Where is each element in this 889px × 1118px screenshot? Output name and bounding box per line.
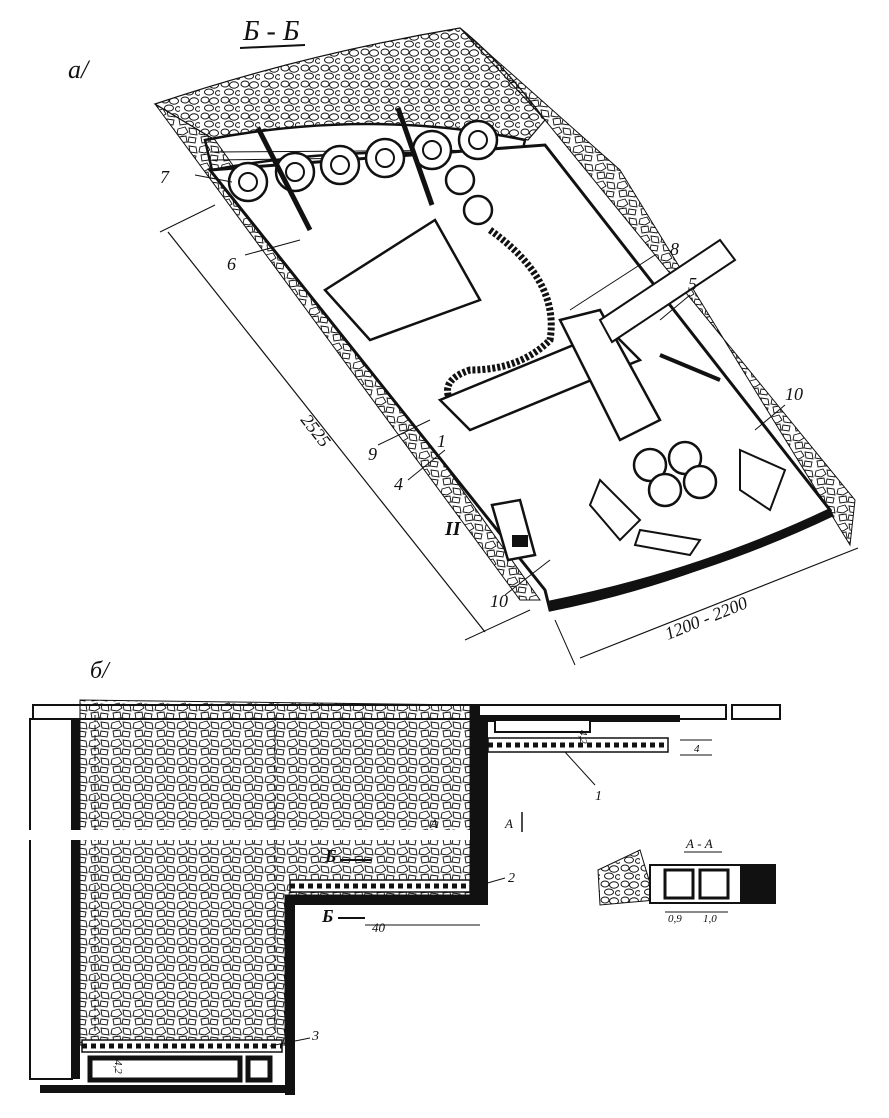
prop-left [255, 126, 313, 232]
jack-rod [659, 353, 721, 382]
callout-b-2: 2 [508, 871, 515, 886]
roller-wheel [457, 119, 499, 161]
left-pillar [29, 718, 73, 1080]
callout-5: 5 [688, 274, 697, 294]
mark-a-right: A [504, 816, 513, 831]
callout-4: 4 [394, 474, 403, 494]
drift-3 [87, 1055, 243, 1083]
cutter-head [588, 440, 787, 557]
dim-length-label: 2525 [297, 410, 335, 451]
callout-6: 6 [227, 254, 236, 274]
callout-b-3: 3 [311, 1029, 319, 1044]
callout-7: 7 [160, 167, 170, 187]
cab-block [323, 218, 482, 342]
section-title-underline [239, 44, 306, 49]
section-aa-title: А - А [685, 836, 713, 851]
panel-a: Б - Б а/ [68, 16, 859, 666]
dim-width-label: 1200 - 2200 [662, 593, 750, 644]
aa-dim-1: 0,9 [668, 913, 682, 925]
face-plate [549, 507, 834, 610]
mark-a-left: A [429, 816, 438, 831]
callout-10-right: 10 [785, 384, 803, 404]
broken-ore-area [79, 699, 471, 1046]
roller-wheel [227, 161, 269, 203]
leader-lines [194, 174, 786, 596]
prop-right [395, 107, 435, 206]
left-wall-rock [154, 103, 541, 601]
section-title: Б - Б [242, 16, 299, 47]
panel-a-label: а/ [68, 55, 91, 84]
roller-wheel [319, 144, 361, 186]
section-break [20, 830, 510, 840]
mark-b-upper: Б [324, 846, 336, 866]
callout-10-bottom: 10 [490, 591, 508, 611]
panel-b-label: б/ [90, 658, 111, 684]
roller-wheel [364, 137, 406, 179]
step-wall [285, 705, 480, 1095]
aa-rock [597, 849, 656, 906]
hydraulic-hose [444, 227, 555, 402]
dim-bottom: 4,2 [112, 1060, 124, 1074]
aa-dim-2: 1,0 [703, 913, 717, 925]
panel-b: б/ 1 [20, 658, 781, 1095]
mark-b-lower: Б [321, 906, 333, 926]
roller-wheel [444, 164, 476, 196]
callout-1: 1 [437, 431, 446, 451]
callout-b-1: 1 [595, 789, 602, 804]
section-aa: А - А 0,9 1,0 [597, 836, 776, 925]
roller-wheel [462, 194, 494, 226]
jack-cylinder [598, 238, 737, 344]
callout-8: 8 [670, 239, 679, 259]
dim-40: 40 [372, 920, 386, 935]
boom-column [558, 308, 662, 442]
dim-top: 4,2 [577, 730, 589, 744]
right-wall-rock [459, 27, 856, 547]
drift-1 [494, 719, 591, 733]
callout-9: 9 [368, 444, 377, 464]
dim-side: 4 [694, 743, 700, 755]
callout-II: II [444, 518, 462, 540]
roller-row [227, 119, 499, 226]
